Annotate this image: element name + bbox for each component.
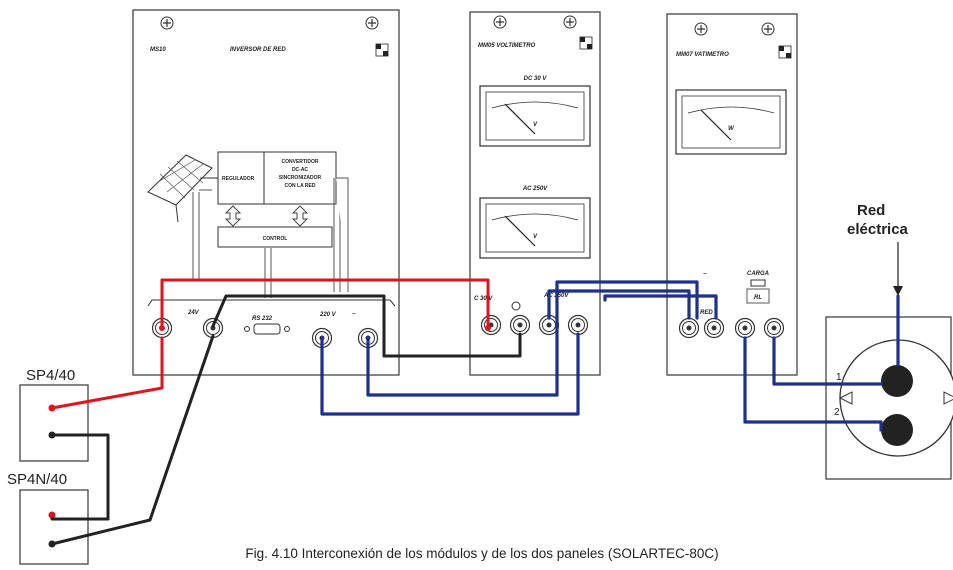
wattmeter-gauge: W — [675, 89, 787, 155]
grid-feed-arrow-icon — [893, 242, 903, 296]
convertidor-line3: SINCRONIZADOR — [279, 175, 322, 181]
wattmeter-symbol: W — [728, 126, 735, 132]
inversor-module: MS10 INVERSOR DE RED REGULADOR CONVERTID… — [132, 9, 400, 376]
regulador-label: REGULADOR — [222, 176, 255, 182]
panel-sp4n-label: SP4N/40 — [7, 471, 67, 488]
figure-caption: Fig. 4.10 Interconexión de los módulos y… — [245, 546, 718, 561]
port-220v-label: 220 V — [319, 312, 337, 318]
port-dc-label: C 30 V — [474, 296, 493, 302]
socket-pin-2-label: 2 — [834, 407, 840, 418]
jack-ac-2[interactable] — [567, 314, 589, 336]
dc-voltmeter-gauge: V — [479, 85, 591, 147]
screw-icon — [563, 15, 577, 29]
jack-carga-1[interactable] — [734, 317, 756, 339]
voltimetro-title: MM05 VOLTIMETRO — [478, 43, 536, 49]
panel-sp4n — [19, 489, 89, 565]
wall-socket: 1 2 — [825, 316, 953, 480]
voltimetro-module: MM05 VOLTIMETRO DC 30 V V AC 250V V C 30… — [469, 11, 601, 376]
inversor-code: MS10 — [150, 47, 166, 53]
vatimetro-module: MM07 VATIMETRO W RED ~ CARGA RL — [666, 13, 798, 376]
red-label-line2: eléctrica — [847, 221, 909, 238]
red-wires — [50, 278, 490, 410]
svg-text:~: ~ — [352, 312, 356, 318]
port-rs232-label: RS 232 — [252, 316, 273, 322]
socket-pin-1[interactable] — [881, 365, 913, 397]
black-wires — [50, 294, 522, 546]
convertidor-line4: CON LA RED — [285, 183, 316, 189]
port-carga-label: CARGA — [747, 271, 769, 277]
control-label: CONTROL — [263, 236, 288, 242]
convertidor-line2: DC-AC — [292, 167, 308, 173]
screw-icon — [761, 22, 775, 36]
jack-dc-pos[interactable] — [480, 314, 502, 336]
jack-red-1[interactable] — [678, 317, 700, 339]
carga-symbol: RL — [754, 295, 762, 301]
ac-voltmeter-gauge: V — [479, 197, 591, 259]
dc-range-label: DC 30 V — [524, 76, 548, 82]
socket-pin-1-label: 1 — [836, 372, 842, 383]
panel-sp4-label: SP4/40 — [26, 367, 75, 384]
control-box — [217, 226, 333, 248]
panel-sp4 — [19, 384, 89, 462]
jack-dc-neg[interactable] — [509, 314, 531, 336]
port-24v-label: 24V — [187, 310, 200, 316]
ac-meter-symbol: V — [533, 234, 538, 240]
screw-icon — [493, 15, 507, 29]
jack-carga-2[interactable] — [763, 317, 785, 339]
vatimetro-title: MM07 VATIMETRO — [676, 52, 729, 58]
jack-red-2[interactable] — [703, 317, 725, 339]
ac-range-label: AC 250V — [522, 186, 548, 192]
solar-panel-icon — [147, 154, 213, 223]
dc-meter-symbol: V — [533, 122, 538, 128]
convertidor-line1: CONVERTIDOR — [282, 159, 319, 165]
screw-icon — [365, 16, 379, 30]
blue-wires — [320, 280, 900, 432]
screw-icon — [160, 16, 174, 30]
sp4n-pos-terminal[interactable] — [48, 511, 56, 519]
socket-pin-2[interactable] — [881, 414, 913, 446]
bidirectional-arrow-icon — [224, 205, 309, 227]
rs232-connector[interactable] — [244, 323, 290, 335]
inversor-title: INVERSOR DE RED — [230, 47, 286, 53]
red-label-line1: Red — [857, 202, 885, 219]
screw-icon — [694, 22, 708, 36]
port-red-label: RED — [700, 310, 713, 316]
svg-text:~: ~ — [703, 272, 707, 278]
